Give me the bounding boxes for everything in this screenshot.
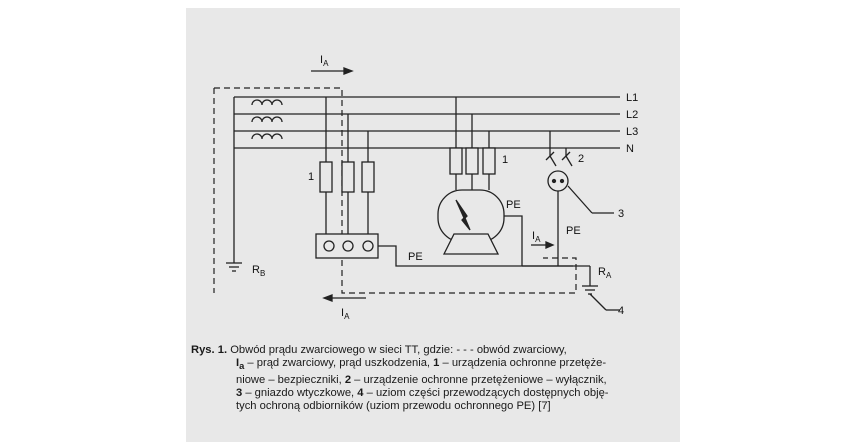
label-number-3: 3 xyxy=(618,208,624,220)
label-pe-motor: PE xyxy=(506,199,521,211)
motor xyxy=(437,189,523,266)
label-pe-bottom: PE xyxy=(408,251,423,263)
label-l2: L2 xyxy=(626,109,638,121)
current-label-bottom: IA xyxy=(341,307,350,321)
label-pe-socket: PE xyxy=(566,225,581,237)
fuse xyxy=(319,161,333,193)
fuse-group-right xyxy=(449,97,496,190)
label-l3: L3 xyxy=(626,126,638,138)
tt-network-diagram: IA IA IA L1 L2 L3 N 1 1 2 3 4 PE PE PE R… xyxy=(213,54,638,321)
earth-rb xyxy=(226,97,242,272)
current-arrows xyxy=(311,67,555,302)
fuse xyxy=(449,147,463,175)
current-label-top: IA xyxy=(320,54,329,68)
caption-line-2: Ia – prąd zwarciowy, prąd uszkodzenia, 1… xyxy=(236,357,607,372)
fuse xyxy=(341,161,355,193)
label-rb: RB xyxy=(252,264,265,278)
fault-circuit-dashed-loop xyxy=(214,87,577,294)
caption-line-3: niowe – bezpieczniki, 2 – urządzenie och… xyxy=(236,373,607,386)
fuse xyxy=(482,147,496,175)
figure-panel: IA IA IA L1 L2 L3 N 1 1 2 3 4 PE PE PE R… xyxy=(186,8,680,442)
outlet-box xyxy=(315,233,573,267)
label-ra: RA xyxy=(598,266,612,280)
caption-line-5: tych ochroną odbiorników (uziom przewodu… xyxy=(236,400,551,413)
label-number-1-right: 1 xyxy=(502,154,508,166)
caption-label: Rys. 1. xyxy=(191,344,228,356)
label-number-4: 4 xyxy=(618,305,624,317)
label-number-2: 2 xyxy=(578,153,584,165)
earth-ra xyxy=(522,265,620,311)
fuse xyxy=(465,147,479,175)
caption-line-4: 3 – gniazdo wtyczkowe, 4 – uziom części … xyxy=(236,386,609,399)
current-label-ra: IA xyxy=(532,230,541,244)
label-n: N xyxy=(626,143,634,155)
diagram-labels: IA IA IA L1 L2 L3 N 1 1 2 3 4 PE PE PE R… xyxy=(252,54,638,321)
breaker-and-socket xyxy=(545,131,614,266)
label-l1: L1 xyxy=(626,92,638,104)
supply-lines xyxy=(234,96,620,149)
label-number-1-left: 1 xyxy=(308,171,314,183)
caption-line-1: Rys. 1. Obwód prądu zwarciowego w sieci … xyxy=(191,344,677,357)
fuse-group-left xyxy=(319,97,375,246)
socket-icon xyxy=(547,170,569,192)
figure-caption: Rys. 1. Obwód prądu zwarciowego w sieci … xyxy=(191,344,677,413)
fuse xyxy=(361,161,375,193)
fault-lightning-icon xyxy=(455,199,471,231)
caption-text-1: Obwód prądu zwarciowego w sieci TT, gdzi… xyxy=(230,344,567,356)
transformer-coils xyxy=(251,99,283,140)
